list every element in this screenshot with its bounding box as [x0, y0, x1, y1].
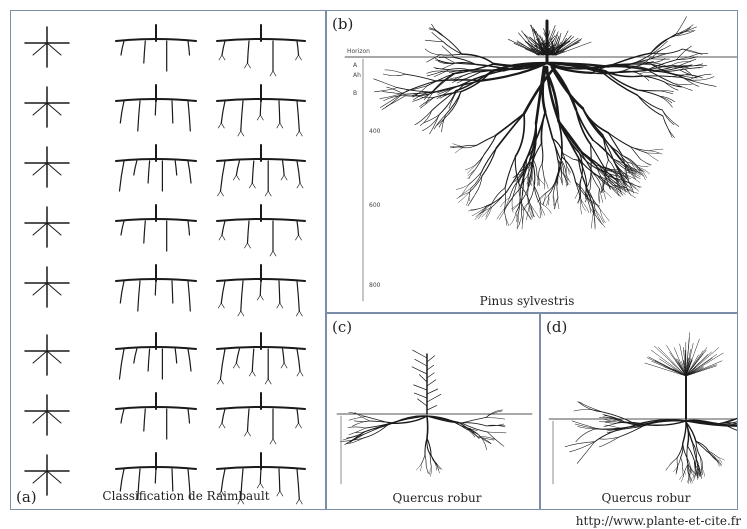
- root-type-r3-c1: [25, 147, 69, 187]
- root-type-r2-c2: [116, 85, 196, 131]
- depth-label-600: 600: [369, 202, 381, 209]
- panel-label-c: (c): [332, 318, 352, 336]
- root-type-r3-c2: [116, 145, 196, 191]
- root-type-r5-c3: [217, 265, 305, 316]
- panel-label-b: (b): [332, 15, 353, 33]
- root-type-r2-c1: [25, 87, 69, 127]
- root-type-r1-c1: [25, 27, 69, 67]
- root-type-r3-c3: [217, 145, 305, 196]
- panel-pinus-sylvestris: Horizon A Ah B 400 600 800 (b) Pinus syl…: [326, 10, 738, 313]
- root-type-r7-c2: [116, 393, 196, 439]
- caption-quercus-d: Quercus robur: [581, 491, 711, 505]
- root-type-r6-c2: [116, 333, 196, 379]
- root-type-r2-c3: [217, 85, 305, 136]
- depth-label-800: 800: [369, 282, 381, 289]
- root-type-r6-c3: [217, 333, 305, 384]
- caption-pinus: Pinus sylvestris: [467, 294, 587, 308]
- caption-quercus-c: Quercus robur: [367, 491, 507, 505]
- root-type-r7-c3: [217, 393, 305, 444]
- root-type-r1-c2: [116, 25, 196, 71]
- horizon-code-a: A: [353, 62, 358, 69]
- root-type-grid: [11, 11, 326, 510]
- root-type-r6-c1: [25, 335, 69, 375]
- pinus-root-system: Horizon A Ah B 400 600 800: [327, 11, 738, 313]
- root-type-r4-c3: [217, 205, 305, 256]
- root-type-r4-c2: [116, 205, 196, 251]
- horizon-code-ah: Ah: [353, 72, 361, 79]
- quercus-mature-root-system: [541, 314, 738, 510]
- root-type-r1-c3: [217, 25, 305, 76]
- panel-label-a: (a): [16, 488, 37, 506]
- root-type-r5-c2: [116, 265, 196, 311]
- panel-quercus-robur-young: (c) Quercus robur: [326, 313, 540, 510]
- root-type-r7-c1: [25, 395, 69, 435]
- depth-label-400: 400: [369, 128, 381, 135]
- source-url: http://www.plante-et-cite.fr: [576, 514, 741, 528]
- horizon-code-b: B: [353, 90, 357, 97]
- panel-quercus-robur-mature: (d) Quercus robur: [540, 313, 738, 510]
- quercus-young-root-system: [327, 314, 540, 510]
- horizon-label: Horizon: [347, 48, 370, 55]
- root-type-r5-c1: [25, 267, 69, 307]
- root-type-r4-c1: [25, 207, 69, 247]
- panel-label-d: (d): [546, 318, 567, 336]
- panel-raimbault-classification: (a) Classification de Raimbault: [10, 10, 326, 510]
- caption-raimbault: Classification de Raimbault: [81, 489, 291, 503]
